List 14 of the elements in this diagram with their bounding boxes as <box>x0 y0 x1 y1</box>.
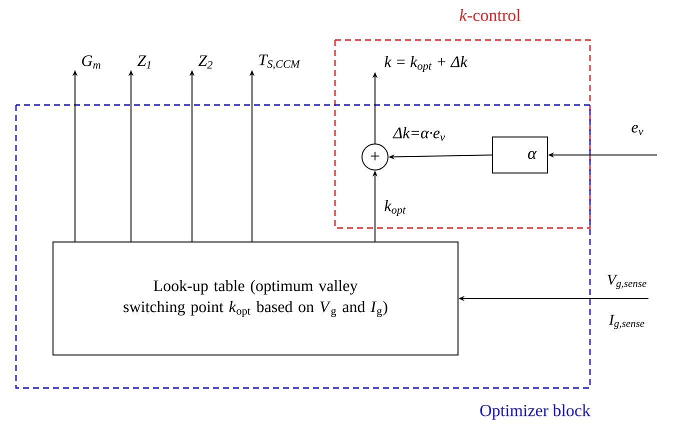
signal-label: k = k$_{opt}$ + Δk <box>384 56 468 72</box>
signal-label: T$_{S,CCM}$ <box>259 54 300 70</box>
block-box: Look-up table (optimum valley switching point k$_{opt}$ based on V$_{g}$ and I$_{g}$) <box>52 242 458 356</box>
edge-label: k$_{opt}$ <box>383 198 408 218</box>
block-box: α <box>492 136 548 174</box>
frame-label: k-control <box>460 9 520 21</box>
signal-label: V$_{g,sense}$ I$_{g,sense}$ <box>608 274 646 330</box>
edge-label: Δk=α·e$_{v}$ <box>392 126 446 142</box>
signal-label: Z$_{1}$ <box>137 55 150 69</box>
frame-label: Optimizer block <box>480 404 590 420</box>
summing-junction: + <box>362 144 388 170</box>
signal-label: Z$_{2}$ <box>198 55 212 69</box>
signal-label: e$_{v}$ <box>632 124 644 136</box>
signal-label: G$_{m}$ <box>82 55 100 69</box>
